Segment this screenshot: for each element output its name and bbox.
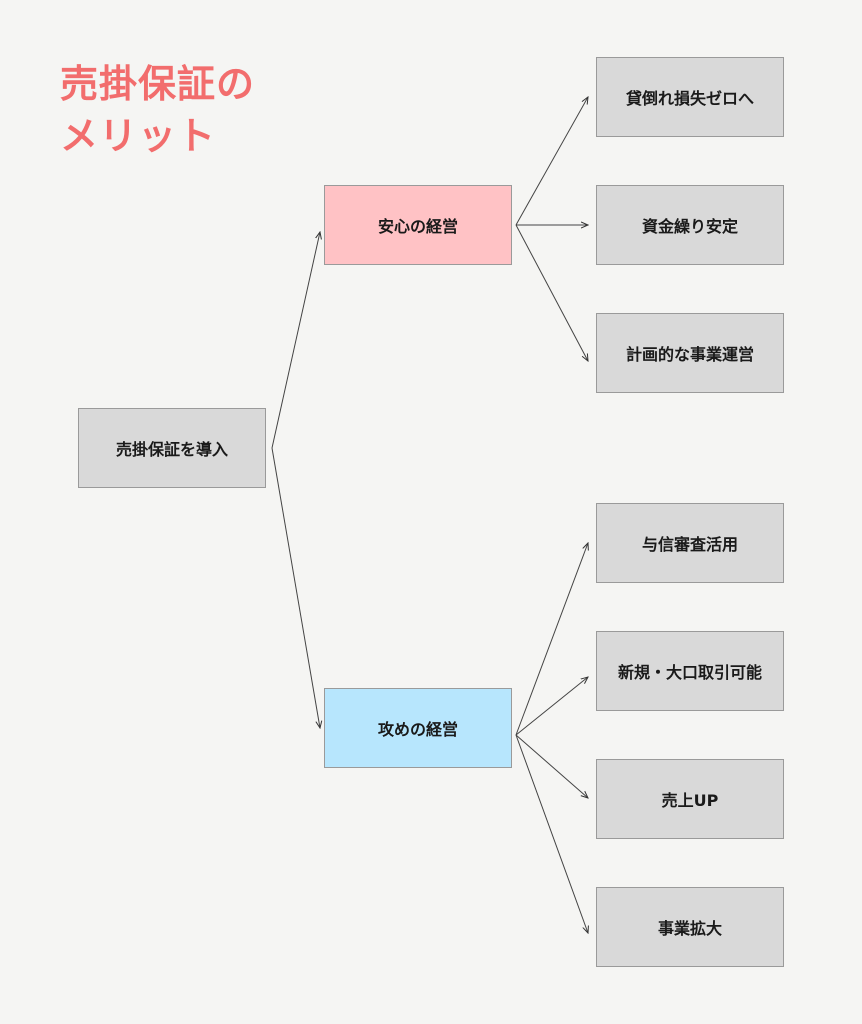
branch-node-anshin: 安心の経営 (324, 185, 512, 265)
edge-seme-item-3 (515, 734, 588, 798)
leaf-node-anshin-3: 計画的な事業運営 (596, 313, 784, 393)
edge-seme-item-2 (515, 677, 588, 736)
leaf-node-seme-3: 売上UP (596, 759, 784, 839)
leaf-node-anshin-1: 貸倒れ損失ゼロへ (596, 57, 784, 137)
title-line-1: 売掛保証の (60, 62, 256, 106)
title-line-2: メリット (60, 114, 217, 158)
diagram-title: 売掛保証の メリット (60, 58, 255, 162)
edge-root-seme (271, 447, 320, 728)
branch-node-seme: 攻めの経営 (324, 688, 512, 768)
edge-seme-item-4 (515, 734, 588, 933)
edge-anshin-item-3 (515, 224, 588, 361)
root-node: 売掛保証を導入 (78, 408, 266, 488)
leaf-node-anshin-2: 資金繰り安定 (596, 185, 784, 265)
edge-anshin-item-1 (515, 97, 588, 226)
leaf-node-seme-1: 与信審査活用 (596, 503, 784, 583)
leaf-node-seme-4: 事業拡大 (596, 887, 784, 967)
edge-seme-item-1 (515, 543, 588, 736)
leaf-node-seme-2: 新規・大口取引可能 (596, 631, 784, 711)
edge-root-anshin (271, 232, 320, 449)
